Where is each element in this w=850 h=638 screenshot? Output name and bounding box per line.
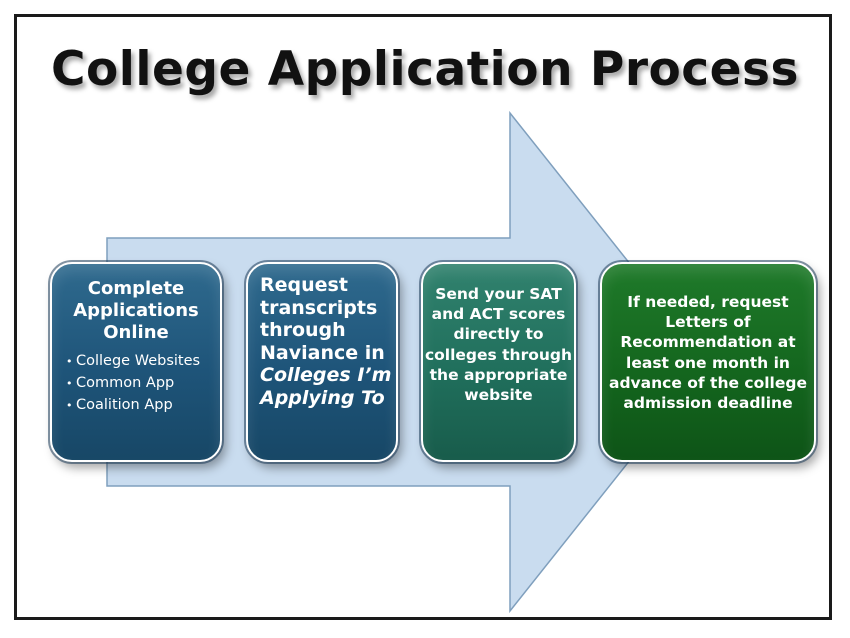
- list-item: Common App: [66, 374, 216, 393]
- list-item: College Websites: [66, 352, 216, 371]
- step-2-text-plain: Request transcripts through Naviance in: [260, 274, 385, 364]
- step-2-box: Request transcripts through Naviance in …: [244, 260, 400, 464]
- step-1-heading: Complete Applications Online: [73, 278, 199, 343]
- step-1-box: Complete Applications Online College Web…: [48, 260, 224, 464]
- step-1-list: College Websites Common App Coalition Ap…: [66, 352, 216, 418]
- process-arrow-shape: [106, 110, 709, 614]
- step-4-text: If needed, request Letters of Recommenda…: [609, 293, 807, 413]
- step-2-text-italic: Colleges I’m Applying To: [260, 364, 392, 409]
- step-2-text: Request transcripts through Naviance in …: [260, 274, 396, 409]
- page-title: College Application Process: [50, 42, 799, 97]
- step-3-box: Send your SAT and ACT scores directly to…: [419, 260, 578, 464]
- step-4-box: If needed, request Letters of Recommenda…: [598, 260, 818, 464]
- list-item: Coalition App: [66, 396, 216, 415]
- step-3-text: Send your SAT and ACT scores directly to…: [424, 285, 573, 405]
